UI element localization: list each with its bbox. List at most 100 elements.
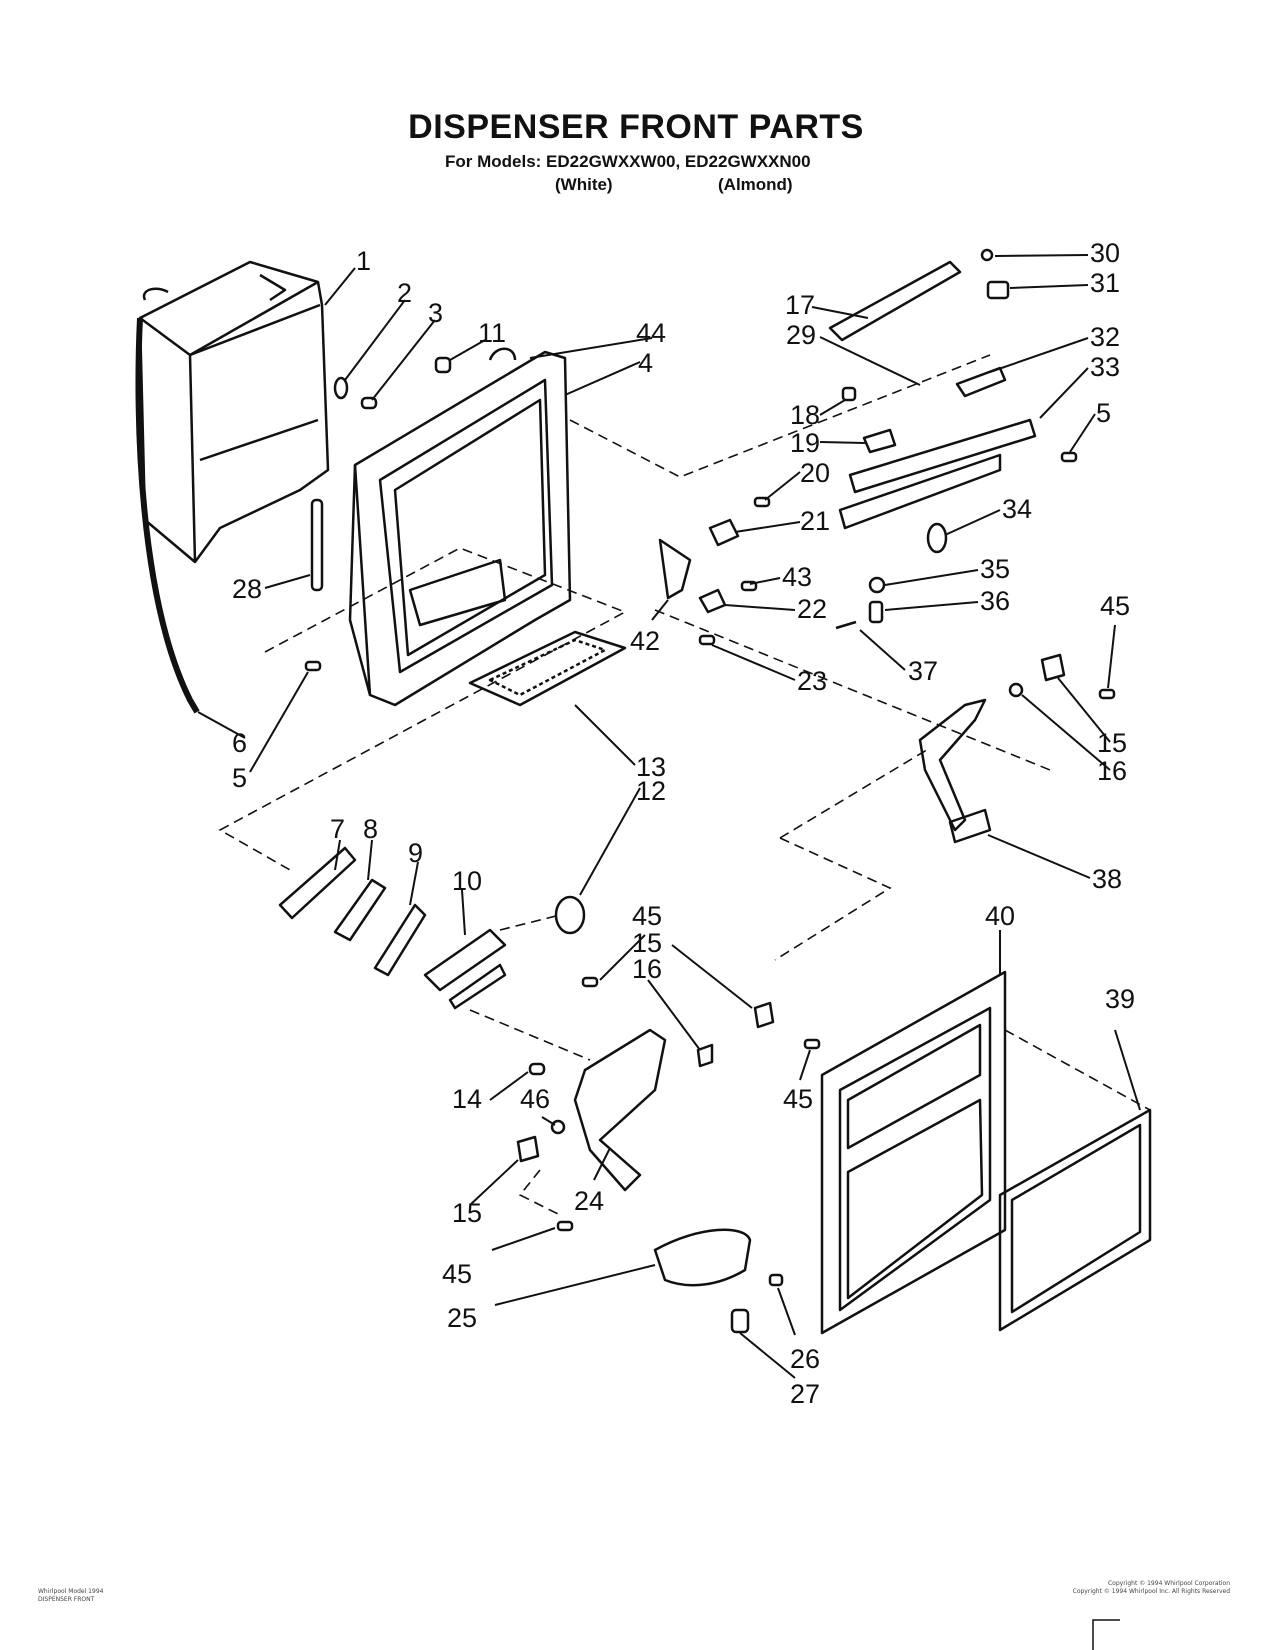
part-45-center-drawing	[581, 976, 599, 988]
footer-left: Whirlpool Model 1994 DISPENSER FRONT	[38, 1588, 103, 1604]
part-2-drawing	[333, 376, 349, 400]
label-part-23: 23	[797, 666, 827, 696]
alignment-lines	[218, 354, 1151, 1216]
part-5-upper-drawing	[1060, 451, 1078, 463]
leader-lines	[197, 254, 1141, 1379]
part-3-drawing	[360, 396, 378, 410]
part-8-drawing	[333, 878, 387, 942]
part-28-drawing	[310, 498, 324, 592]
label-part-5-lower: 5	[232, 763, 247, 793]
callout-labels: 1 2 3 11 44 4 30 31 17 29 32 33 5 18 19 …	[232, 238, 1135, 1409]
label-part-15-center: 15	[632, 928, 662, 958]
label-part-11: 11	[478, 318, 506, 348]
part-15-left-drawing	[516, 1135, 540, 1163]
label-part-15-upper: 15	[1097, 728, 1127, 758]
label-part-3: 3	[428, 298, 443, 328]
footer-right: Copyright © 1994 Whirlpool Corporation C…	[1030, 1580, 1230, 1596]
label-part-22: 22	[797, 594, 827, 624]
footer-right-line2: Copyright © 1994 Whirlpool Inc. All Righ…	[1072, 1588, 1230, 1595]
label-part-8: 8	[363, 814, 378, 844]
label-part-28: 28	[232, 574, 262, 604]
part-21-drawing	[708, 518, 740, 547]
part-33-drawing	[848, 418, 1037, 494]
part-frame-drawing	[348, 347, 572, 707]
label-part-39: 39	[1105, 984, 1135, 1014]
part-40-panel-drawing	[820, 970, 1007, 1335]
footer-left-line2: DISPENSER FRONT	[38, 1596, 95, 1603]
label-part-25: 25	[447, 1303, 477, 1333]
label-part-15-left: 15	[452, 1198, 482, 1228]
part-17-drawing	[828, 260, 962, 342]
part-20-drawing	[753, 496, 771, 508]
footer-left-line1: Whirlpool Model 1994	[38, 1588, 104, 1595]
label-part-30: 30	[1090, 238, 1120, 268]
part-22-drawing	[698, 588, 727, 614]
part-35-drawing	[868, 576, 886, 594]
label-part-12: 12	[636, 776, 666, 806]
label-part-43: 43	[782, 562, 812, 592]
footer-right-line1: Copyright © 1994 Whirlpool Corporation	[1107, 1580, 1230, 1587]
part-37-drawing	[835, 620, 857, 630]
label-part-37: 37	[908, 656, 938, 686]
color-almond-label: (Almond)	[718, 175, 793, 194]
part-27-drawing	[730, 1308, 750, 1334]
label-part-7: 7	[330, 814, 345, 844]
part-14-drawing	[528, 1062, 546, 1076]
part-45-right-drawing	[803, 1038, 821, 1050]
label-part-42: 42	[630, 626, 660, 656]
label-part-40: 40	[985, 901, 1015, 931]
label-part-38: 38	[1092, 864, 1122, 894]
color-white-label: (White)	[555, 175, 613, 194]
part-45-lower-drawing	[556, 1220, 574, 1232]
part-31-drawing	[986, 280, 1010, 300]
part-10-drawing	[423, 928, 507, 992]
label-part-18: 18	[790, 400, 820, 430]
part-45-upper-drawing	[1098, 688, 1116, 700]
part-30-drawing	[980, 248, 994, 262]
label-part-45-lower: 45	[442, 1259, 472, 1289]
label-part-45-right: 45	[783, 1084, 813, 1114]
label-part-45-upper: 45	[1100, 591, 1130, 621]
part-23-drawing	[698, 634, 716, 646]
part-36-drawing	[868, 600, 884, 624]
crop-mark	[1092, 1619, 1120, 1650]
label-part-46: 46	[520, 1084, 550, 1114]
label-part-2: 2	[397, 278, 412, 308]
part-7-drawing	[278, 846, 357, 920]
label-part-6: 6	[232, 728, 247, 758]
part-12-drawing	[554, 895, 586, 935]
label-part-32: 32	[1090, 322, 1120, 352]
part-38-drawing	[918, 698, 987, 832]
label-part-9: 9	[408, 838, 423, 868]
part-26-drawing	[768, 1273, 784, 1287]
label-part-33: 33	[1090, 352, 1120, 382]
part-16-center-drawing	[696, 1043, 714, 1068]
part-15-center-drawing	[753, 1001, 775, 1029]
part-19-drawing	[862, 428, 897, 454]
label-part-16-upper: 16	[1097, 756, 1127, 786]
part-46-drawing	[550, 1119, 566, 1135]
label-part-13: 13	[636, 752, 666, 782]
part-32-drawing	[955, 366, 1007, 398]
label-part-19: 19	[790, 428, 820, 458]
part-9-drawing	[373, 903, 427, 977]
label-part-14: 14	[452, 1084, 482, 1114]
label-part-24: 24	[574, 1186, 604, 1216]
part-15-upper-drawing	[1040, 653, 1066, 682]
page-title: DISPENSER FRONT PARTS	[408, 108, 864, 146]
label-part-20: 20	[800, 458, 830, 488]
label-part-34: 34	[1002, 494, 1032, 524]
part-grille-drawing	[468, 630, 627, 707]
label-part-5-upper: 5	[1096, 398, 1111, 428]
part-42-drawing	[658, 538, 692, 600]
part-43-drawing	[740, 580, 758, 592]
models-line: For Models: ED22GWXXW00, ED22GWXXN00	[445, 152, 811, 171]
part-39-panel-drawing	[998, 1108, 1152, 1332]
label-part-26: 26	[790, 1344, 820, 1374]
label-part-45-center: 45	[632, 901, 662, 931]
label-part-31: 31	[1090, 268, 1120, 298]
label-part-36: 36	[980, 586, 1010, 616]
label-part-27: 27	[790, 1379, 820, 1409]
label-part-35: 35	[980, 554, 1010, 584]
